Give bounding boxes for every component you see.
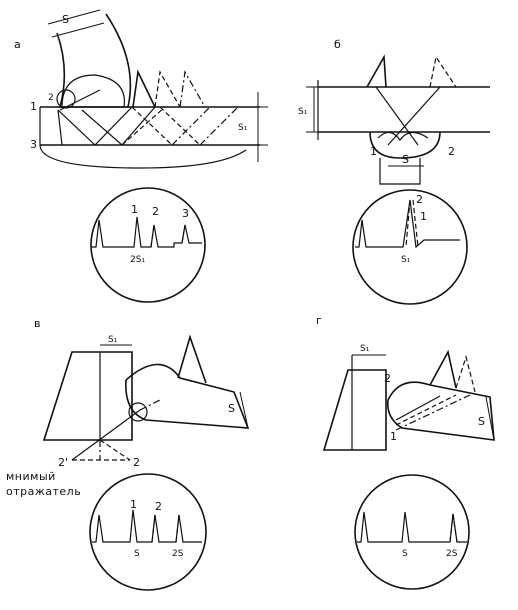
panel-c-dim-s: S [228,391,249,429]
panel-a-dim-s1-label: S₁ [238,123,248,133]
panel-d-dim-s: S [478,396,495,441]
panel-a-dim-s-label: S [62,13,69,26]
panel-b-dim-s1-label: S₁ [298,107,308,117]
panel-c-scope-2s: 2S [172,549,184,559]
panel-d-probe [386,349,495,441]
panel-c-scope-peak-1: 1 [130,498,137,511]
panel-c-beam [71,399,161,461]
panel-a-plate [39,106,260,169]
panel-a-point-1: 1 [30,100,37,113]
panel-d-dim-s1-label: S₁ [360,344,370,354]
panel-a-probe [56,13,132,111]
panel-d-dim-s1: S₁ [352,344,386,356]
panel-c-note-line1: мнимый [6,470,56,483]
panel-b-scope-peak-1: 1 [420,210,427,223]
panel-b-dim-s1: S₁ [298,86,322,133]
panel-c-note-line2: отражатель [6,485,81,498]
panel-a-scope-peak-3: 3 [182,207,189,220]
panel-d-point-2: 2 [384,372,391,385]
panel-d-scope: S 2S [354,474,470,590]
panel-b-scope-s1: S₁ [401,255,411,265]
panel-a-scope-2s1: 2S₁ [130,255,145,265]
panel-c-scope-s: S [134,549,140,559]
panel-a: a S [14,9,268,303]
panel-b-letter: б [334,38,341,51]
panel-b-point-2: 2 [448,145,455,158]
panel-d-point-1: 1 [390,430,397,443]
panel-c-letter: в [34,317,40,330]
panel-c-dim-s1: S₁ [100,335,132,346]
panel-d-dim-s-label: S [478,415,485,428]
panel-a-letter: a [14,38,21,51]
panel-c-point-2prime: 2' [58,456,68,469]
panel-a-point-2: 2 [48,93,54,103]
panel-c-scope: 1 2 S 2S [89,473,207,591]
panel-a-scope: 1 2 3 2S₁ [90,187,206,303]
panel-c-dim-s1-label: S₁ [108,335,118,345]
panel-a-echoes [132,69,206,108]
panel-d-scope-s: S [402,549,408,559]
panel-a-scope-peak-2: 2 [152,205,159,218]
panel-c-point-2: 2 [133,456,140,469]
panel-c: в S₁ S 2' 2 [6,317,250,591]
panel-b-echoes [366,54,457,88]
panel-d-letter: г [316,314,322,327]
panel-c-scope-peak-2: 2 [155,500,162,513]
panel-d: г S₁ S 2 1 [316,314,495,590]
panel-c-dim-s-label: S [228,402,235,415]
panel-b-point-1: 1 [370,145,377,158]
panel-d-beam [395,394,471,431]
panel-d-object [322,355,387,451]
panel-b-dim-s: S [388,153,424,167]
panel-a-point-3: 3 [30,138,37,151]
panel-c-probe [125,334,250,429]
panel-b-probe [369,131,441,185]
panel-a-dim-s: S [47,9,105,38]
panel-a-beam [57,106,239,146]
panel-b-plate [317,80,490,140]
panel-c-object [42,351,133,460]
panel-b-scope-peak-2: 2 [416,193,423,206]
panel-b: б 1 2 S [298,38,490,305]
panel-b-beam [375,86,441,146]
panel-b-scope: 2 1 S₁ [352,189,468,305]
panel-a-dim-s1: S₁ [238,92,268,162]
panel-d-scope-2s: 2S [446,549,458,559]
panel-a-scope-peak-1: 1 [131,203,138,216]
panel-b-dim-s-label: S [402,153,409,166]
